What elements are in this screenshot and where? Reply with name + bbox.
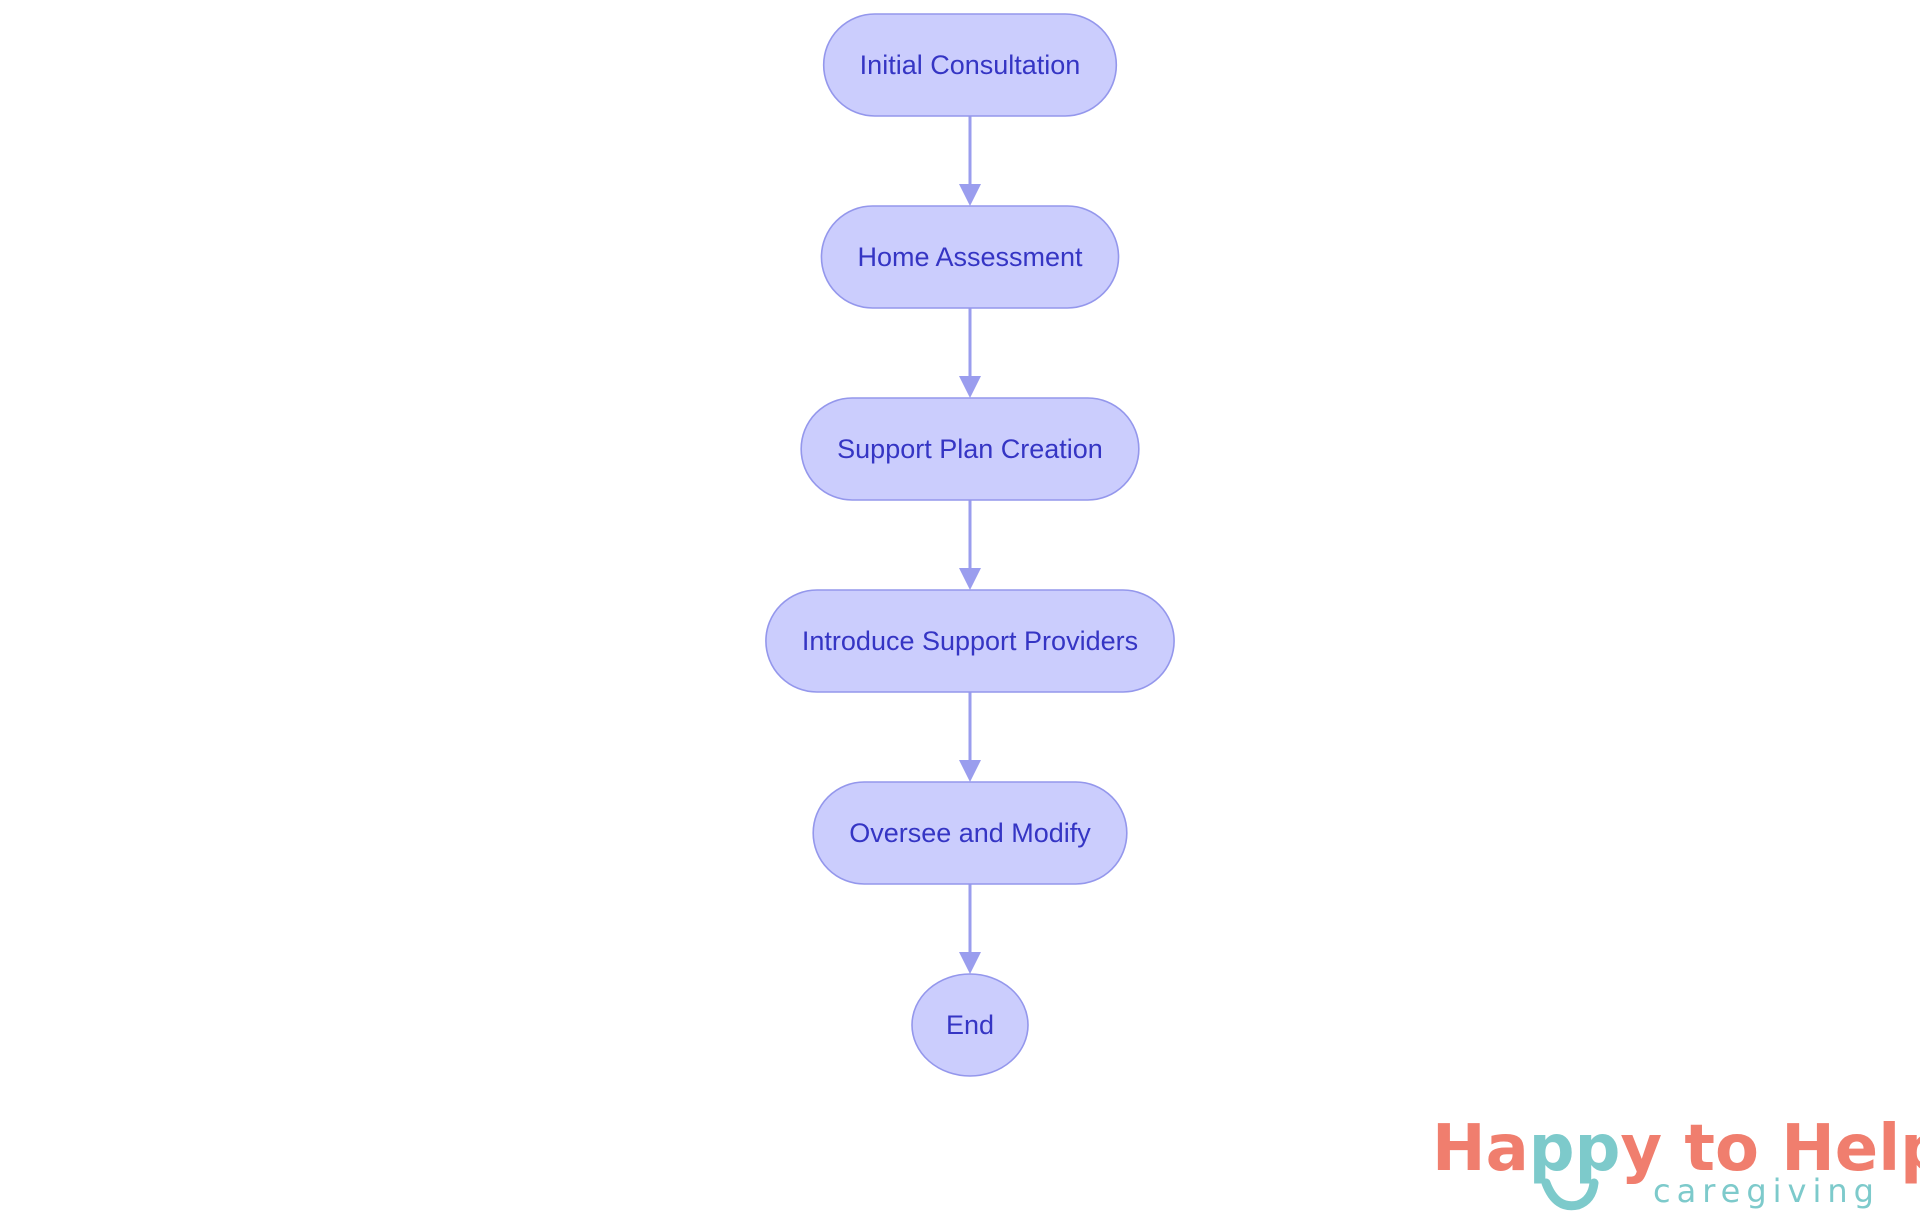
flow-node-label: Home Assessment	[857, 242, 1083, 272]
flow-node-label: Support Plan Creation	[837, 434, 1103, 464]
flow-node-n6: End	[911, 973, 1029, 1077]
flow-node-shape	[911, 973, 1029, 1077]
flow-node-n3: Support Plan Creation	[800, 397, 1140, 501]
flow-node-label: End	[946, 1010, 994, 1040]
arrowhead-icon	[959, 184, 981, 206]
arrowhead-icon	[959, 568, 981, 590]
happy-to-help-logo: Happy to Help caregiving	[1432, 1112, 1920, 1211]
edges-group	[959, 116, 981, 974]
flow-node-label: Introduce Support Providers	[802, 626, 1138, 656]
logo-part-pp: pp	[1529, 1112, 1621, 1186]
logo-part-rest: y to Help	[1620, 1112, 1920, 1186]
flow-edge-n3-n4	[959, 500, 981, 590]
flow-node-n5: Oversee and Modify	[812, 781, 1128, 885]
flow-node-shape	[765, 589, 1175, 693]
flow-node-shape	[800, 397, 1140, 501]
arrowhead-icon	[959, 760, 981, 782]
flow-edge-n4-n5	[959, 692, 981, 782]
flow-node-label: Initial Consultation	[860, 50, 1081, 80]
flow-edge-n5-n6	[959, 884, 981, 974]
flow-node-n1: Initial Consultation	[822, 13, 1118, 117]
logo-subtitle: caregiving	[1653, 1172, 1880, 1210]
flow-node-shape	[820, 205, 1120, 309]
arrowhead-icon	[959, 952, 981, 974]
flow-node-n4: Introduce Support Providers	[765, 589, 1175, 693]
flow-node-n2: Home Assessment	[820, 205, 1120, 309]
logo-part-ha: Ha	[1432, 1112, 1529, 1186]
logo-smile-icon	[1541, 1178, 1599, 1211]
flow-node-label: Oversee and Modify	[849, 818, 1091, 848]
flow-node-shape	[812, 781, 1128, 885]
flow-edge-n1-n2	[959, 116, 981, 206]
arrowhead-icon	[959, 376, 981, 398]
flow-edge-n2-n3	[959, 308, 981, 398]
logo-wordmark: Happy to Help	[1432, 1112, 1920, 1186]
flow-node-shape	[822, 13, 1118, 117]
